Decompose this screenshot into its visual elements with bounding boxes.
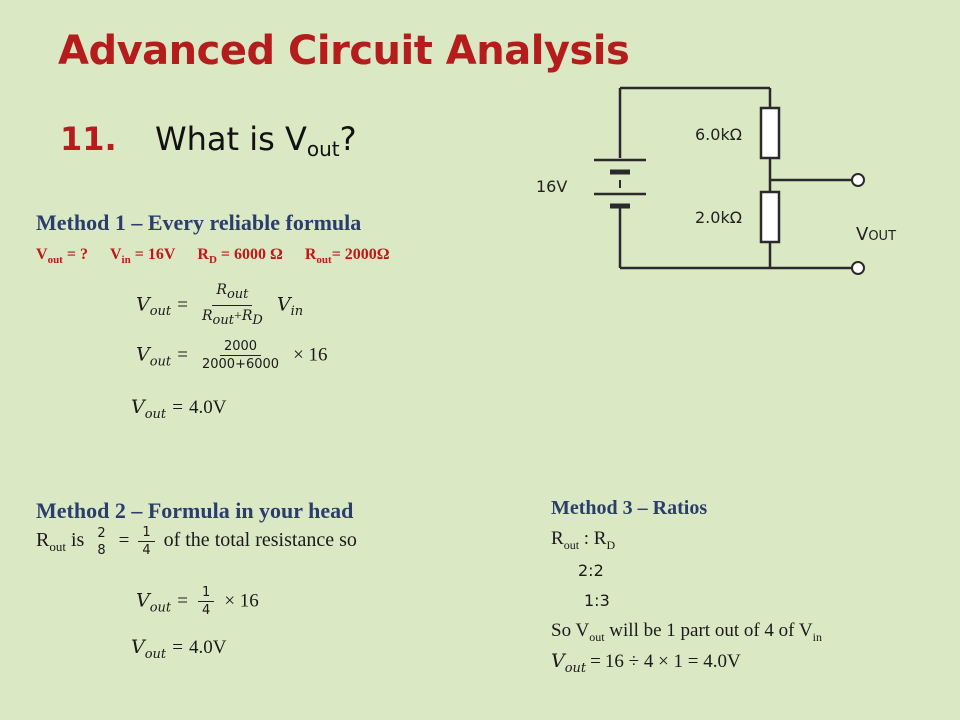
given-vin: Vin = 16V [109,246,176,267]
question-number: 11. [60,120,117,158]
terminal-bottom [851,261,865,275]
method1-equation-1: Vout = Rout Rout+RD Vin [136,280,303,331]
vout-label: VOUT [856,224,896,245]
resistor-bottom-label: 2.0kΩ [695,208,742,227]
battery-symbol [594,158,646,209]
voltage-divider-fraction: Rout Rout+RD [201,282,263,328]
fraction-one-quarter: 1 4 [138,524,155,559]
voltage-divider-circuit: 16V 6.0kΩ 2.0kΩ VOUT [530,80,930,280]
terminal-top [851,173,865,187]
method2-statement: Rout is 2 8 = 1 4 of the total resistanc… [36,524,357,559]
resistor-top [759,106,781,160]
quarter-fraction: 1 4 [197,584,215,619]
method3-heading: Method 3 – Ratios [551,497,708,519]
fraction-two-eighths: 2 8 [97,525,106,558]
method3-final-equation: Vout = 16 ÷ 4 × 1 = 4.0V [551,650,741,676]
question-text-suffix: ? [339,120,357,158]
numeric-fraction: 2000 2000+6000 [201,339,280,372]
method3-ratio-1: 2:2 [578,561,604,580]
question-text-prefix: What is V [155,120,307,158]
method3-so-statement: So Vout will be 1 part out of 4 of Vin [551,620,822,644]
method2-equation-2: Vout = 4.0V [131,636,227,662]
question-text-sub: out [306,137,340,161]
question-text: What is Vout? [155,120,357,161]
battery-label: 16V [536,177,567,196]
given-rd: RD = 6000 Ω [197,246,283,267]
resistor-top-label: 6.0kΩ [695,125,742,144]
method1-heading: Method 1 – Every reliable formula [36,210,362,235]
method1-equation-2: Vout = 2000 2000+6000 × 16 [136,339,328,372]
method2-equation-1: Vout = 1 4 × 16 [136,584,259,619]
method2-heading: Method 2 – Formula in your head [36,498,354,523]
method3-ratio-label: Rout : RD [551,528,616,552]
given-vout: Vout = ? [36,246,88,267]
slide-title: Advanced Circuit Analysis [58,28,630,74]
resistor-bottom [759,190,781,244]
given-rout: Rout= 2000Ω [304,246,390,267]
method1-equation-3: Vout = 4.0V [131,396,227,422]
method3-ratio-2: 1:3 [584,591,610,610]
method1-givens: Vout = ? Vin = 16V RD = 6000 Ω Rout= 200… [36,246,390,266]
